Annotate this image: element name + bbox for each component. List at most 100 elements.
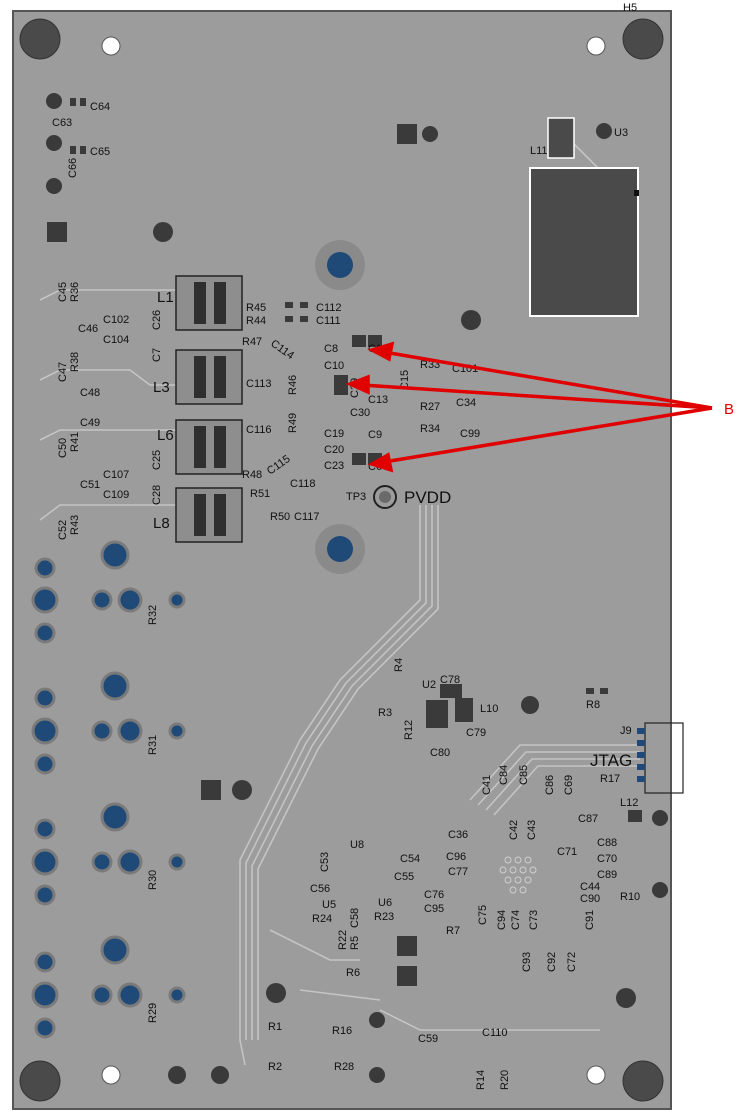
smd-pad [70,146,76,154]
ref-designator: C56 [310,883,330,895]
th-round-pad [46,178,62,194]
ref-designator: C41 [481,775,493,795]
trace [485,758,640,811]
ref-designator: C63 [52,117,72,129]
th-round-pad [521,696,539,714]
inductor-body [175,419,243,475]
ref-designator: C52 [57,520,69,540]
inductor-pad [194,426,206,468]
ref-designator: R5 [349,936,361,950]
ref-designator: C15 [399,370,411,390]
ref-designator: C54 [400,853,420,865]
th-round-pad [46,93,62,109]
callout-arrow-line [361,383,713,410]
connector-pad [91,720,113,742]
callout-label: B [724,401,734,418]
ref-designator: R36 [69,282,81,302]
inductor-pad [214,356,226,398]
jtag-connector [637,722,684,794]
connector-pad [34,687,56,709]
inductor-l8 [175,487,243,543]
bga-ball [509,886,517,894]
jtag-pin [637,764,645,770]
ref-designator: C44 [580,881,600,893]
inductor-ref: L8 [153,515,170,532]
smd-pad [586,688,594,694]
ref-designator: C73 [528,910,540,930]
smd-pad [600,688,608,694]
inductor-pad [194,494,206,536]
connector-pad [100,540,130,570]
test-point-ring [373,485,397,509]
ref-designator: C23 [324,460,344,472]
ref-designator: C28 [151,485,163,505]
ref-designator: C70 [597,853,617,865]
ref-designator: R32 [147,605,159,625]
ref-designator: C93 [521,952,533,972]
callout-arrowhead [345,374,370,395]
unplated-hole [586,36,606,56]
trace [251,505,433,1040]
ref-designator: C50 [57,438,69,458]
bga-ball [514,876,522,884]
ref-designator: C36 [448,829,468,841]
connector-pad [168,986,186,1004]
th-round-pad [211,1066,229,1084]
inductor-body [175,349,243,405]
ref-designator: R23 [374,911,394,923]
connector-pad [117,982,143,1008]
ref-designator: C30 [350,407,370,419]
thermal-via [327,252,353,278]
ref-designator: R16 [332,1025,352,1037]
inductor-body [175,487,243,543]
ref-designator: R28 [334,1061,354,1073]
inductor-pad [194,356,206,398]
ref-designator: C96 [446,851,466,863]
ref-designator: C10 [324,360,344,372]
pvdd-label: PVDD [404,488,451,507]
callout-arrow-line [383,350,713,410]
smd-pad [628,810,642,822]
ref-designator: C116 [246,424,271,436]
bga-ball [514,856,522,864]
ref-designator: C55 [394,871,414,883]
ref-designator: R8 [586,699,600,711]
smd-pad [70,98,76,106]
ref-designator: L11 [530,145,548,157]
ref-designator: C99 [460,428,480,440]
connector-pad [31,586,59,614]
ref-designator: C58 [349,908,361,928]
connector-pad [91,984,113,1006]
ref-designator: R24 [312,913,332,925]
th-round-pad [596,123,612,139]
ref-designator: C88 [597,837,617,849]
ref-designator: R50 [270,511,290,523]
ref-designator: C104 [103,334,129,346]
ref-designator: C84 [498,765,510,785]
inductor-ref: L3 [153,379,170,396]
connector-pad [168,591,186,609]
ref-designator: R44 [246,315,266,327]
ref-designator: R14 [475,1070,487,1090]
th-round-pad [616,988,636,1008]
ref-designator: R12 [403,720,415,740]
ic-module [529,117,639,317]
trace [39,369,190,386]
mounting-hole [19,1060,61,1102]
ref-designator: R48 [242,469,262,481]
callout-arrowhead [367,452,394,473]
tp3-label: TP3 [346,491,366,503]
ref-designator: R3 [378,707,392,719]
ref-designator: C118 [290,478,315,490]
ref-designator: C77 [448,866,468,878]
mounting-hole [19,18,61,60]
trace [493,765,640,816]
mounting-hole [622,18,664,60]
trace [39,504,190,521]
connector-pad [117,718,143,744]
ref-designator: C59 [418,1033,438,1045]
smd-pad [426,700,448,728]
